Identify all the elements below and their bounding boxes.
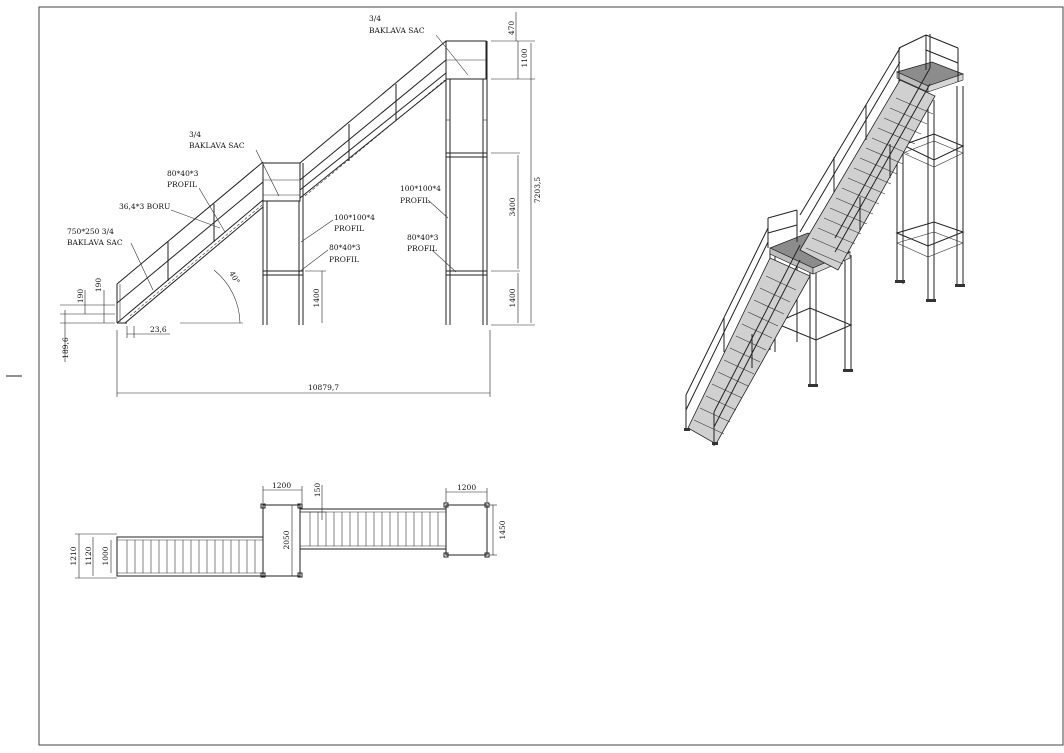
profile-80x40-name: PROFIL xyxy=(167,180,197,189)
profile-100-right-label: 100*100*4 xyxy=(400,184,441,193)
plan-view-labels: 1200 150 1200 1450 2050 1210 1120 1000 xyxy=(69,481,507,566)
profile-80-right-label: 80*40*3 xyxy=(407,233,439,242)
dim-189: 189,6 xyxy=(61,337,70,359)
mid-plate-name: BAKLAVA SAC xyxy=(189,141,245,150)
plan-dim-1210: 1210 xyxy=(69,546,78,565)
dim-1400-right: 1400 xyxy=(508,288,517,307)
dim-1400-mid: 1400 xyxy=(312,288,321,307)
profile-100-mid-label: 100*100*4 xyxy=(334,213,375,222)
dim-190-a: 190 xyxy=(76,289,85,304)
plan-dim-1450: 1450 xyxy=(498,520,507,539)
dim-7203: 7203,5 xyxy=(533,177,542,203)
dim-1100: 1100 xyxy=(520,48,529,67)
angle-40: 40° xyxy=(227,270,242,286)
profile-80x40-label: 80*40*3 xyxy=(167,169,199,178)
dim-190-b: 190 xyxy=(94,278,103,293)
plan-dim-1200-mid: 1200 xyxy=(272,481,291,490)
plan-dim-1200-right: 1200 xyxy=(457,483,476,492)
plan-dim-2050: 2050 xyxy=(282,530,291,549)
profile-80-mid-name: PROFIL xyxy=(329,255,359,264)
plan-dim-1120: 1120 xyxy=(84,546,93,565)
plan-dim-1000: 1000 xyxy=(101,546,110,565)
profile-80-mid-label: 80*40*3 xyxy=(329,243,361,252)
top-plate-name: BAKLAVA SAC xyxy=(369,26,425,35)
profile-80-right-name: PROFIL xyxy=(407,244,437,253)
isometric-view xyxy=(684,34,965,446)
sheet-border xyxy=(38,6,1064,746)
dim-3400: 3400 xyxy=(508,197,517,216)
profile-100-mid-name: PROFIL xyxy=(334,224,364,233)
side-elevation xyxy=(60,12,535,397)
profile-100-right-name: PROFIL xyxy=(400,196,430,205)
pipe-label: 36,4*3 BORU xyxy=(119,202,170,211)
plan-view xyxy=(75,485,497,579)
dim-470: 470 xyxy=(507,21,516,36)
step-plate-name: BAKLAVA SAC xyxy=(67,238,123,247)
side-elevation-labels: 3/4 BAKLAVA SAC 3/4 BAKLAVA SAC 80*40*3 … xyxy=(61,14,542,392)
top-plate-qty: 3/4 xyxy=(369,14,381,23)
dim-total-length: 10879,7 xyxy=(308,383,339,392)
dim-23: 23,6 xyxy=(150,325,167,334)
plan-dim-150: 150 xyxy=(313,483,322,498)
mid-plate-qty: 3/4 xyxy=(189,130,201,139)
step-plate-label: 750*250 3/4 xyxy=(67,227,114,236)
